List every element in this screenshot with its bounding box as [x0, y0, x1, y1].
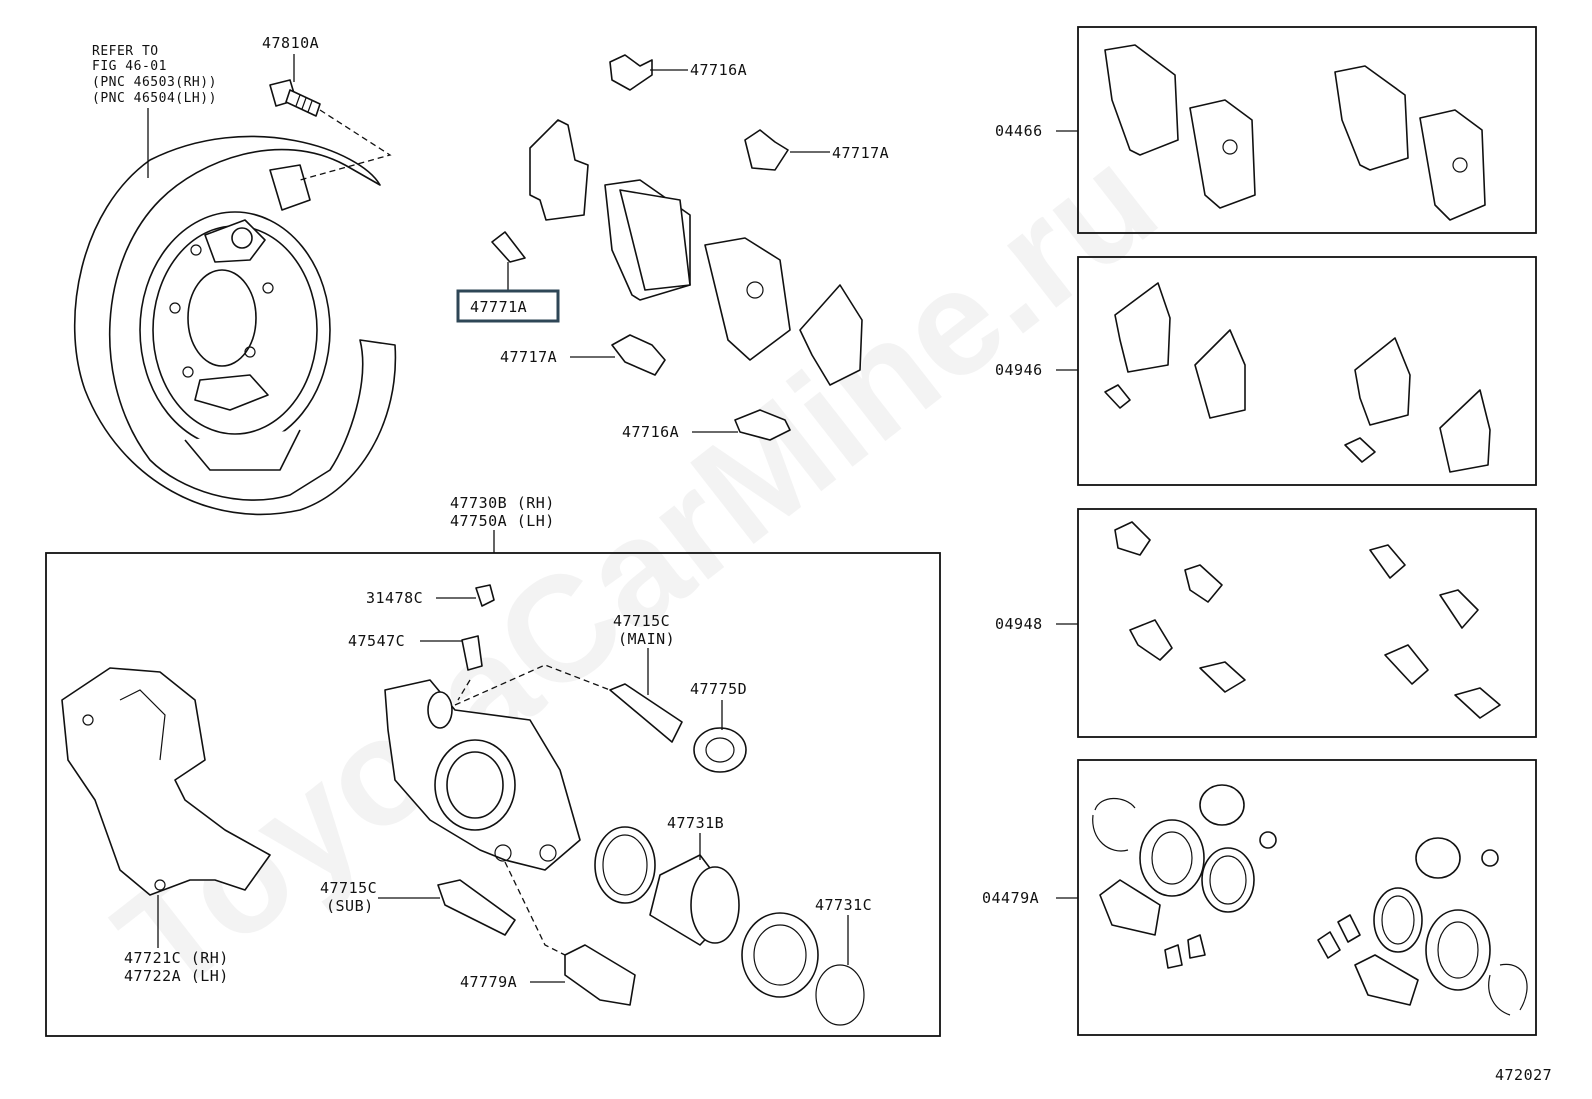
- label-47731C[interactable]: 47731C: [815, 896, 872, 914]
- label-47715C-sub[interactable]: 47715C: [320, 879, 377, 897]
- clip-47716A-top: [609, 54, 653, 91]
- label-47731B[interactable]: 47731B: [667, 814, 724, 832]
- label-47715C-main[interactable]: 47715C: [613, 612, 670, 630]
- kit-04946-shims: [1104, 282, 1491, 473]
- label-47730B[interactable]: 47730B (RH): [450, 494, 555, 512]
- piston-47731B: [649, 854, 740, 946]
- label-47750A[interactable]: 47750A (LH): [450, 512, 555, 530]
- kit-04948-clips: [1114, 521, 1501, 719]
- guide-pin-sub-47715C: [437, 879, 516, 936]
- kit-box-04948: [1077, 508, 1537, 738]
- label-47547C[interactable]: 47547C: [348, 632, 405, 650]
- refer-note-line-3: (PNC 46503(RH)): [92, 75, 217, 90]
- clip-47717A-mid: [611, 334, 666, 376]
- caliper-body: [384, 679, 581, 871]
- label-47810A[interactable]: 47810A: [262, 34, 319, 52]
- label-sub-note: (SUB): [326, 897, 374, 915]
- refer-note: REFER TO FIG 46-01 (PNC 46503(RH)) (PNC …: [92, 44, 217, 106]
- kit-label-04479A[interactable]: 04479A: [982, 889, 1039, 907]
- slide-bushing-47779A: [564, 944, 636, 1006]
- assembly-dash-2: [457, 679, 471, 701]
- piston-seal-ring: [594, 826, 656, 904]
- label-47717A-mid[interactable]: 47717A: [500, 348, 557, 366]
- clip-47717A-top: [744, 129, 789, 171]
- boot-47775D: [693, 727, 747, 773]
- anti-squeal-shim-outer: [529, 119, 589, 221]
- assembly-dash-1: [454, 664, 611, 706]
- clip-47716A-bottom: [734, 409, 791, 441]
- figure-number: 472027: [1495, 1066, 1552, 1084]
- label-47716A-bottom[interactable]: 47716A: [622, 423, 679, 441]
- caliper-mounting-bracket: [61, 667, 271, 896]
- bleeder-plug-47547C: [461, 635, 483, 671]
- label-47721C[interactable]: 47721C (RH): [124, 949, 229, 967]
- label-main-note: (MAIN): [618, 630, 675, 648]
- kit-box-04466: [1077, 26, 1537, 234]
- guide-pin-main-47715C: [609, 683, 683, 743]
- label-47771A-highlight: [456, 289, 560, 323]
- label-31478C[interactable]: 31478C: [366, 589, 423, 607]
- kit-04479A-seals: [1092, 784, 1528, 1016]
- label-47717A-top[interactable]: 47717A: [832, 144, 889, 162]
- kit-box-04946: [1077, 256, 1537, 486]
- label-47779A[interactable]: 47779A: [460, 973, 517, 991]
- kit-label-04948[interactable]: 04948: [995, 615, 1043, 633]
- label-47775D[interactable]: 47775D: [690, 680, 747, 698]
- bleeder-cap-31478C: [475, 584, 495, 607]
- brake-pad-outer: [704, 237, 791, 361]
- refer-note-line-1: REFER TO: [92, 44, 159, 59]
- label-47722A[interactable]: 47722A (LH): [124, 967, 229, 985]
- caliper-assembly-box: [45, 552, 941, 1037]
- assembly-dash-3: [504, 861, 566, 956]
- kit-label-04946[interactable]: 04946: [995, 361, 1043, 379]
- bolt-dash-line: [299, 109, 392, 181]
- bolt-47810A-drawing: [269, 79, 321, 117]
- clip-47771A: [491, 231, 526, 263]
- label-47771A[interactable]: 47771A: [470, 298, 527, 316]
- kit-label-04466[interactable]: 04466: [995, 122, 1043, 140]
- anti-squeal-shim-inner: [799, 284, 863, 386]
- brake-pad-inner: [604, 179, 691, 301]
- backing-plate-drawing: [73, 135, 397, 516]
- refer-note-line-2: FIG 46-01: [92, 59, 167, 74]
- piston-boot-47731C: [741, 912, 865, 1026]
- refer-note-line-4: (PNC 46504(LH)): [92, 91, 217, 106]
- kit-04466-pads: [1104, 44, 1486, 221]
- label-47716A-top[interactable]: 47716A: [690, 61, 747, 79]
